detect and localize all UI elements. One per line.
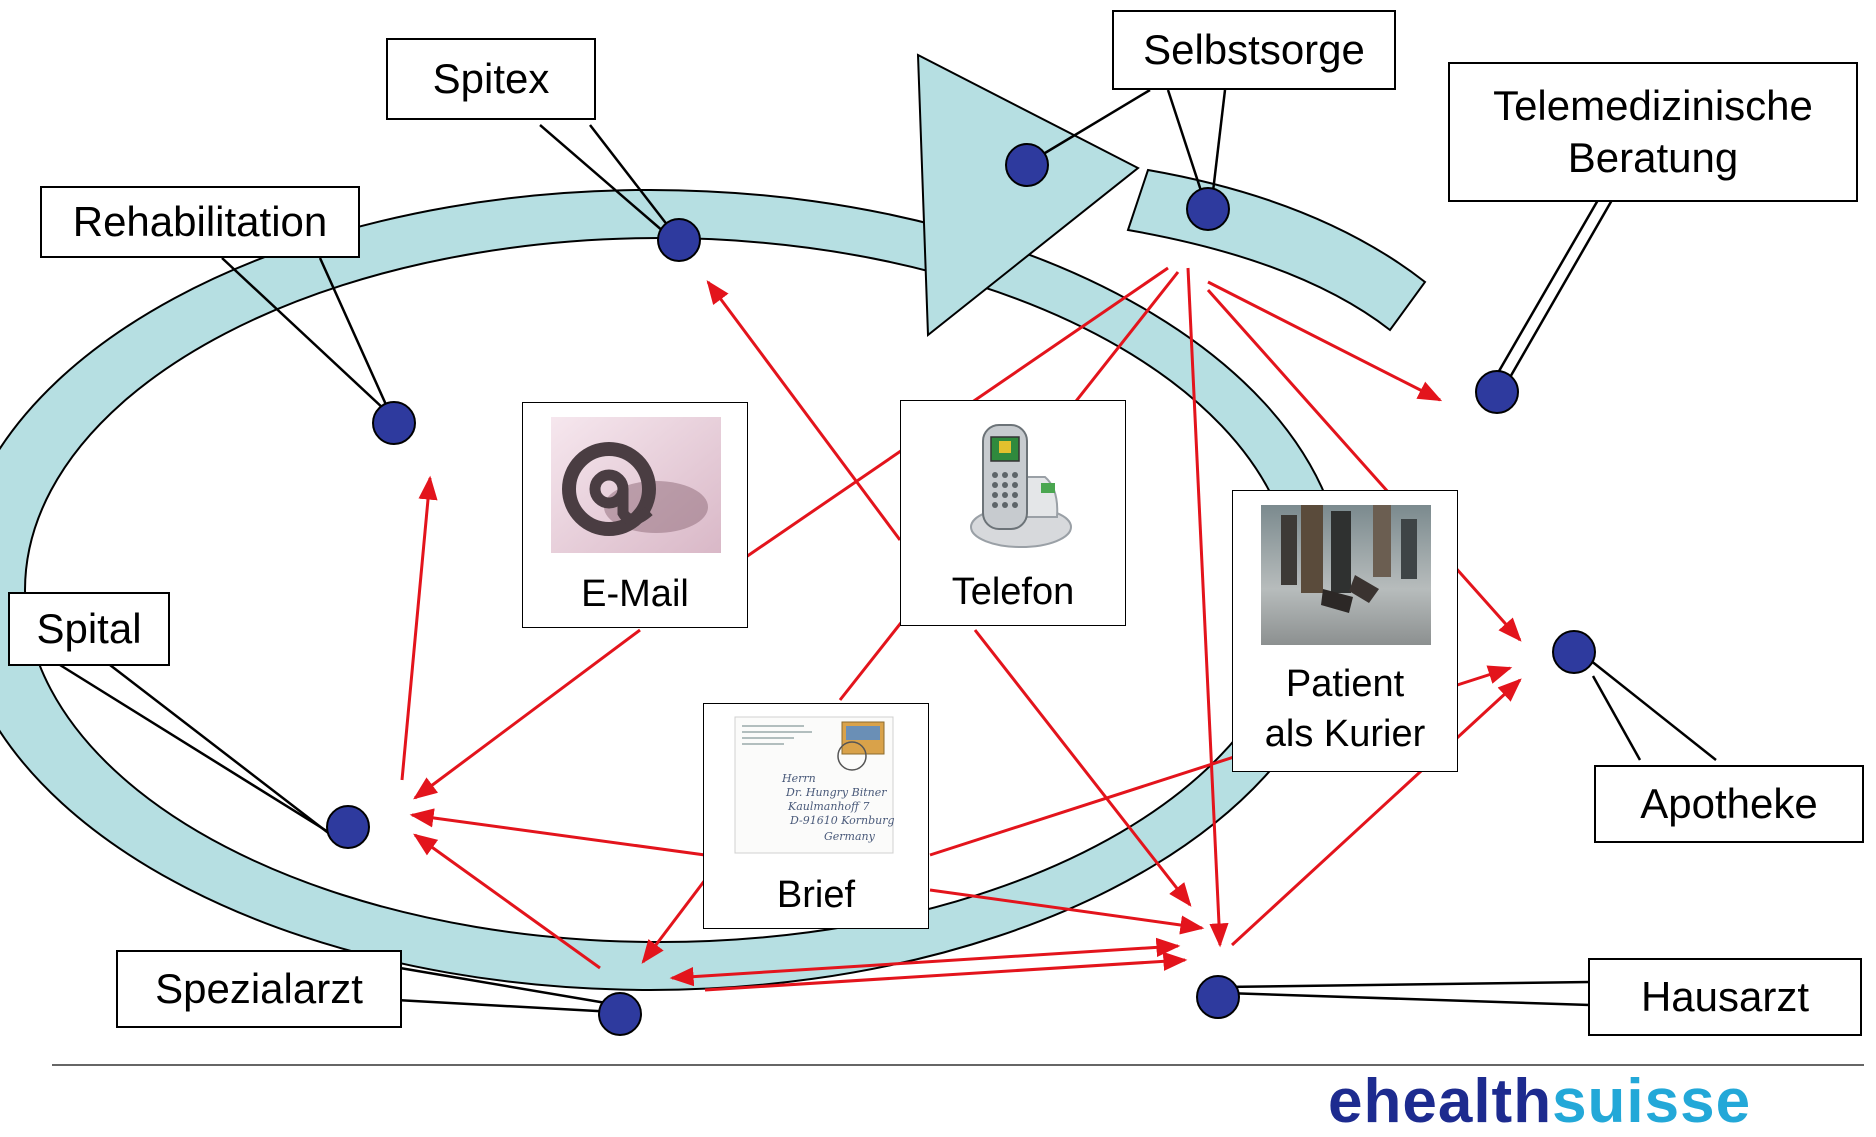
node-apotheke [1552, 630, 1596, 674]
leader-spezialarzt-b [399, 966, 613, 1006]
leader-rehab-a [221, 257, 386, 411]
media-label-email: E-Mail [581, 573, 689, 615]
email-at-icon [551, 417, 721, 553]
node-spezialarzt [598, 992, 642, 1036]
brand-part-ehealth: ehealth [1328, 1067, 1553, 1136]
arrow-telefon-hausarzt [973, 629, 1192, 907]
node-hausarzt [1196, 975, 1240, 1019]
media-card-brief: Herrn Dr. Hungry Bitner Kaulmanhoff 7 D-… [703, 703, 929, 929]
letter-envelope-icon: Herrn Dr. Hungry Bitner Kaulmanhoff 7 D-… [734, 716, 894, 854]
node-selbstsorge-arrow [1005, 143, 1049, 187]
leader-selbstsorge-a [1029, 88, 1151, 164]
letter-line-3: Kaulmanhoff 7 [787, 800, 869, 813]
arrow-hausarzt-apotheke [1230, 678, 1522, 947]
label-rehabilitation: Rehabilitation [40, 186, 360, 258]
arrow-spezialarzt-spital [413, 833, 601, 970]
leader-apotheke-a [1589, 659, 1717, 761]
leader-hausarzt-b [1224, 991, 1591, 1007]
label-telemedizin: Telemedizinische Beratung [1448, 62, 1858, 202]
node-telemedizin [1475, 370, 1519, 414]
leader-telemed-b [1503, 199, 1614, 387]
arrow-brief-spezialarzt [641, 879, 707, 964]
node-spital [326, 805, 370, 849]
leader-selbstsorge-c [1210, 89, 1227, 201]
cycle-arrowhead [916, 53, 1140, 338]
footer-divider [52, 1064, 1864, 1066]
cordless-phone-icon [970, 424, 1072, 548]
media-label-kurier-line1: Patient [1285, 663, 1405, 705]
media-label-brief: Brief [776, 874, 856, 916]
node-spitex [657, 218, 701, 262]
arrow-spezialarzt-rehabilitation [400, 475, 438, 781]
arrow-selbstsorge-hausarzt [1186, 267, 1229, 948]
letter-line-1: Herrn [781, 772, 816, 785]
arrow-telefon-spitex [706, 280, 902, 541]
media-card-kurier: Patient als Kurier [1232, 490, 1458, 772]
leader-apotheke-b [1591, 675, 1642, 761]
leader-spital-a [59, 663, 339, 840]
leader-telemed-a [1493, 199, 1600, 379]
arrow-spezialarzt-hausarzt [704, 951, 1188, 992]
media-card-telefon: Telefon [900, 400, 1126, 626]
letter-line-4: D-91610 Kornburg [789, 814, 894, 827]
node-rehabilitation [372, 401, 416, 445]
label-apotheke: Apotheke [1594, 765, 1864, 843]
arrow-email-spital [413, 628, 641, 800]
arrow-selbstsorge-apotheke [1206, 289, 1522, 642]
letter-line-2: Dr. Hungry Bitner [785, 786, 887, 799]
node-selbstsorge-tail [1186, 187, 1230, 231]
leader-lines [59, 88, 1717, 1014]
brand-logo: ehealthsuisse [1328, 1066, 1751, 1137]
leader-spezialarzt-a [395, 998, 616, 1014]
label-spital: Spital [8, 592, 170, 666]
leader-spital-b [109, 664, 345, 846]
arrow-brief-hausarzt [929, 888, 1205, 935]
label-selbstsorge: Selbstsorge [1112, 10, 1396, 90]
cycle-tail [1126, 168, 1427, 332]
letter-line-5: Germany [824, 830, 876, 843]
care-network-diagram [0, 53, 1717, 1036]
leader-spitex-b [589, 124, 676, 236]
leader-spitex-a [539, 124, 665, 233]
leader-rehab-b [318, 257, 394, 419]
leader-selbstsorge-b [1166, 89, 1207, 204]
arrow-selbstsorge-telemedizin [1207, 280, 1443, 402]
walking-people-icon [1261, 505, 1431, 645]
media-card-email: E-Mail [522, 402, 748, 628]
brand-part-suisse: suisse [1552, 1067, 1752, 1136]
media-label-kurier-line2: als Kurier [1264, 713, 1426, 755]
label-spitex: Spitex [386, 38, 596, 120]
label-hausarzt: Hausarzt [1588, 958, 1862, 1036]
arrow-hausarzt-spezialarzt [669, 937, 1181, 987]
label-spezialarzt: Spezialarzt [116, 950, 402, 1028]
arrow-brief-spital [409, 808, 706, 857]
care-nodes [326, 143, 1596, 1036]
media-label-telefon: Telefon [951, 571, 1075, 613]
leader-hausarzt-a [1221, 980, 1591, 989]
